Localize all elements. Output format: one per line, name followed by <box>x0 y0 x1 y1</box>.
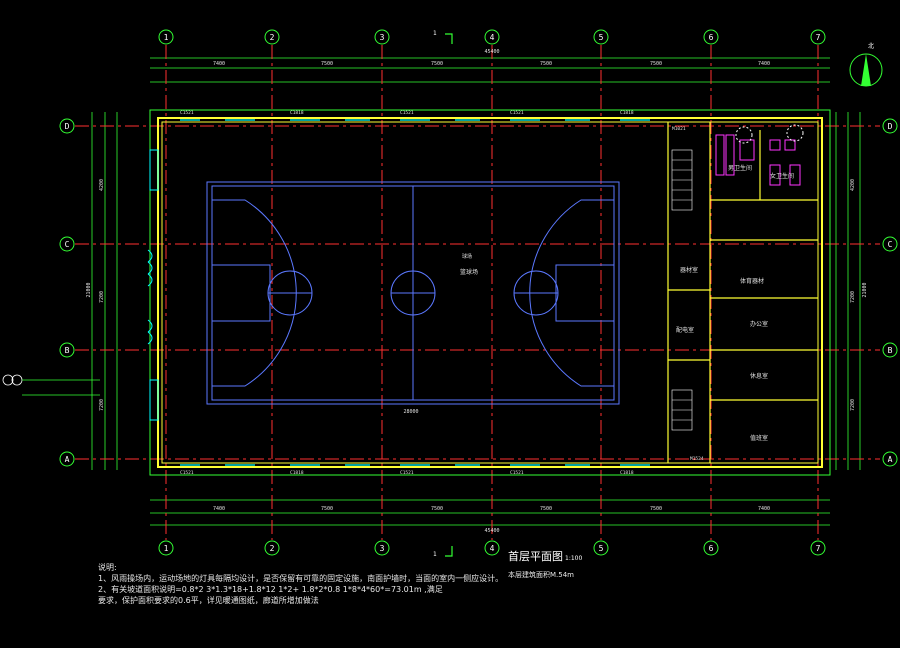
dim-top-span-2: 7500 <box>321 61 333 67</box>
room-labels: 男卫生间 女卫生间 器材室 体育器材 配电室 办公室 休息室 值班室 <box>676 164 794 442</box>
dim-top-span-6: 7400 <box>758 61 770 67</box>
note-1: 1、风雨操场内，运动场地的灯具每隔均设计，是否保留有可靠的固定设施，南面护墙时，… <box>98 574 504 583</box>
grid-col-1: 1 <box>164 33 169 42</box>
window-label-bottom-3: C1521 <box>400 470 414 476</box>
grid-col-3-bottom: 3 <box>380 544 385 553</box>
room-label-female-toilet: 女卫生间 <box>770 172 794 180</box>
room-label-male-toilet: 男卫生间 <box>728 164 752 172</box>
grid-col-4: 4 <box>490 33 495 42</box>
door-label-1: M1021 <box>672 126 686 132</box>
grid-col-2-bottom: 2 <box>270 544 275 553</box>
court-label-1: 球场 <box>462 253 472 260</box>
dimension-text-vertical: 21000 4200 7200 7200 21000 4200 7200 720… <box>86 179 868 411</box>
dim-top-span-5: 7500 <box>650 61 662 67</box>
grid-row-d-right: D <box>888 122 893 131</box>
dim-left-span-3: 7200 <box>99 399 105 411</box>
grid-bubbles <box>59 29 898 556</box>
window-label-bottom-2: C1818 <box>290 470 304 476</box>
drawing-notes: 说明: 1、风雨操场内，运动场地的灯具每隔均设计，是否保留有可靠的固定设施，南面… <box>98 562 618 606</box>
dimension-text: 45400 7400 7500 7500 7500 7500 7400 7400… <box>213 49 770 534</box>
court-label-2: 篮球场 <box>460 268 478 276</box>
grid-row-b: B <box>65 346 70 355</box>
dimension-lines <box>91 57 861 526</box>
dim-right-total: 21000 <box>862 282 868 297</box>
grid-row-c-right: C <box>888 240 893 249</box>
window-label-top-4: C1521 <box>510 110 524 116</box>
room-label-rest: 休息室 <box>750 372 768 380</box>
section-mark-top: 1 <box>433 30 437 37</box>
door-labels: M1021 M1524 <box>672 126 704 462</box>
dim-top-span-4: 7500 <box>540 61 552 67</box>
door-label-2: M1524 <box>690 456 704 462</box>
grid-col-7-bottom: 7 <box>816 544 821 553</box>
grid-col-6: 6 <box>709 33 714 42</box>
dim-bottom-span-2: 7500 <box>321 506 333 512</box>
note-2: 2、有关坡道面积说明=0.8*2 3*1.3*18+1.8*12 1*2+ 1.… <box>98 585 443 594</box>
window-label-top-1: C1521 <box>180 110 194 116</box>
grid-col-7: 7 <box>816 33 821 42</box>
grid-bubble-labels: 1 2 3 4 5 6 7 1 2 3 4 5 6 7 D C B A D C … <box>65 33 893 553</box>
dim-right-span-1: 4200 <box>850 179 856 191</box>
window-label-bottom-1: C1521 <box>180 470 194 476</box>
grid-col-5-bottom: 5 <box>599 544 604 553</box>
note-3: 要求，保护面积要求的0.6平，详见暖通图纸，廊道所增加做法 <box>98 596 319 605</box>
grid-row-a-right: A <box>888 455 893 464</box>
grid-axes <box>75 45 880 540</box>
grid-col-1-bottom: 1 <box>164 544 169 553</box>
dim-top-total: 45400 <box>484 49 499 55</box>
drawing-title: 首层平面图 <box>508 550 563 563</box>
grid-col-4-bottom: 4 <box>490 544 495 553</box>
section-marks <box>445 33 453 557</box>
dim-bottom-span-6: 7400 <box>758 506 770 512</box>
grid-row-a: A <box>65 455 70 464</box>
window-label-bottom-4: C1521 <box>510 470 524 476</box>
room-label-sports-equipment: 体育器材 <box>740 277 764 285</box>
grid-col-3: 3 <box>380 33 385 42</box>
room-label-duty: 值班室 <box>750 434 768 442</box>
grid-row-d: D <box>65 122 70 131</box>
dim-bottom-total: 45400 <box>484 528 499 534</box>
window-labels: C1521 C1818 C1521 C1521 C1818 C1521 C181… <box>180 110 634 476</box>
north-label: 北 <box>868 42 874 50</box>
drawing-scale: 1:100 <box>565 555 583 562</box>
room-label-electrical: 配电室 <box>676 326 694 334</box>
window-label-bottom-5: C1818 <box>620 470 634 476</box>
grid-col-5: 5 <box>599 33 604 42</box>
dim-bottom-span-1: 7400 <box>213 506 225 512</box>
north-arrow <box>849 53 883 87</box>
dim-right-span-2: 7200 <box>850 291 856 303</box>
window-label-top-5: C1818 <box>620 110 634 116</box>
annex-walls <box>667 122 818 463</box>
dim-top-span-3: 7500 <box>431 61 443 67</box>
window-label-top-2: C1818 <box>290 110 304 116</box>
dim-bottom-span-5: 7500 <box>650 506 662 512</box>
room-label-office: 办公室 <box>750 320 768 328</box>
drawing-area-note: 本层建筑面积M.54m <box>508 571 574 579</box>
dim-court-width: 28000 <box>403 409 418 415</box>
room-label-equipment: 器材室 <box>680 266 698 274</box>
dim-left-span-2: 7200 <box>99 291 105 303</box>
left-annotation-symbols <box>2 374 100 396</box>
dim-left-span-1: 4200 <box>99 179 105 191</box>
dim-bottom-span-4: 7500 <box>540 506 552 512</box>
toilet-fixtures <box>715 124 804 186</box>
section-mark-bottom: 1 <box>433 551 437 558</box>
window-label-top-3: C1521 <box>400 110 414 116</box>
exterior-walls <box>149 109 831 476</box>
grid-col-2: 2 <box>270 33 275 42</box>
dim-left-total: 21000 <box>86 282 92 297</box>
dim-top-span-1: 7400 <box>213 61 225 67</box>
grid-row-b-right: B <box>888 346 893 355</box>
left-wall-openings <box>147 149 159 421</box>
dim-bottom-span-3: 7500 <box>431 506 443 512</box>
basketball-court <box>206 181 620 405</box>
stairs <box>671 149 693 431</box>
dim-right-span-3: 7200 <box>850 399 856 411</box>
grid-col-6-bottom: 6 <box>709 544 714 553</box>
grid-row-c: C <box>65 240 70 249</box>
notes-heading: 说明: <box>98 563 117 572</box>
